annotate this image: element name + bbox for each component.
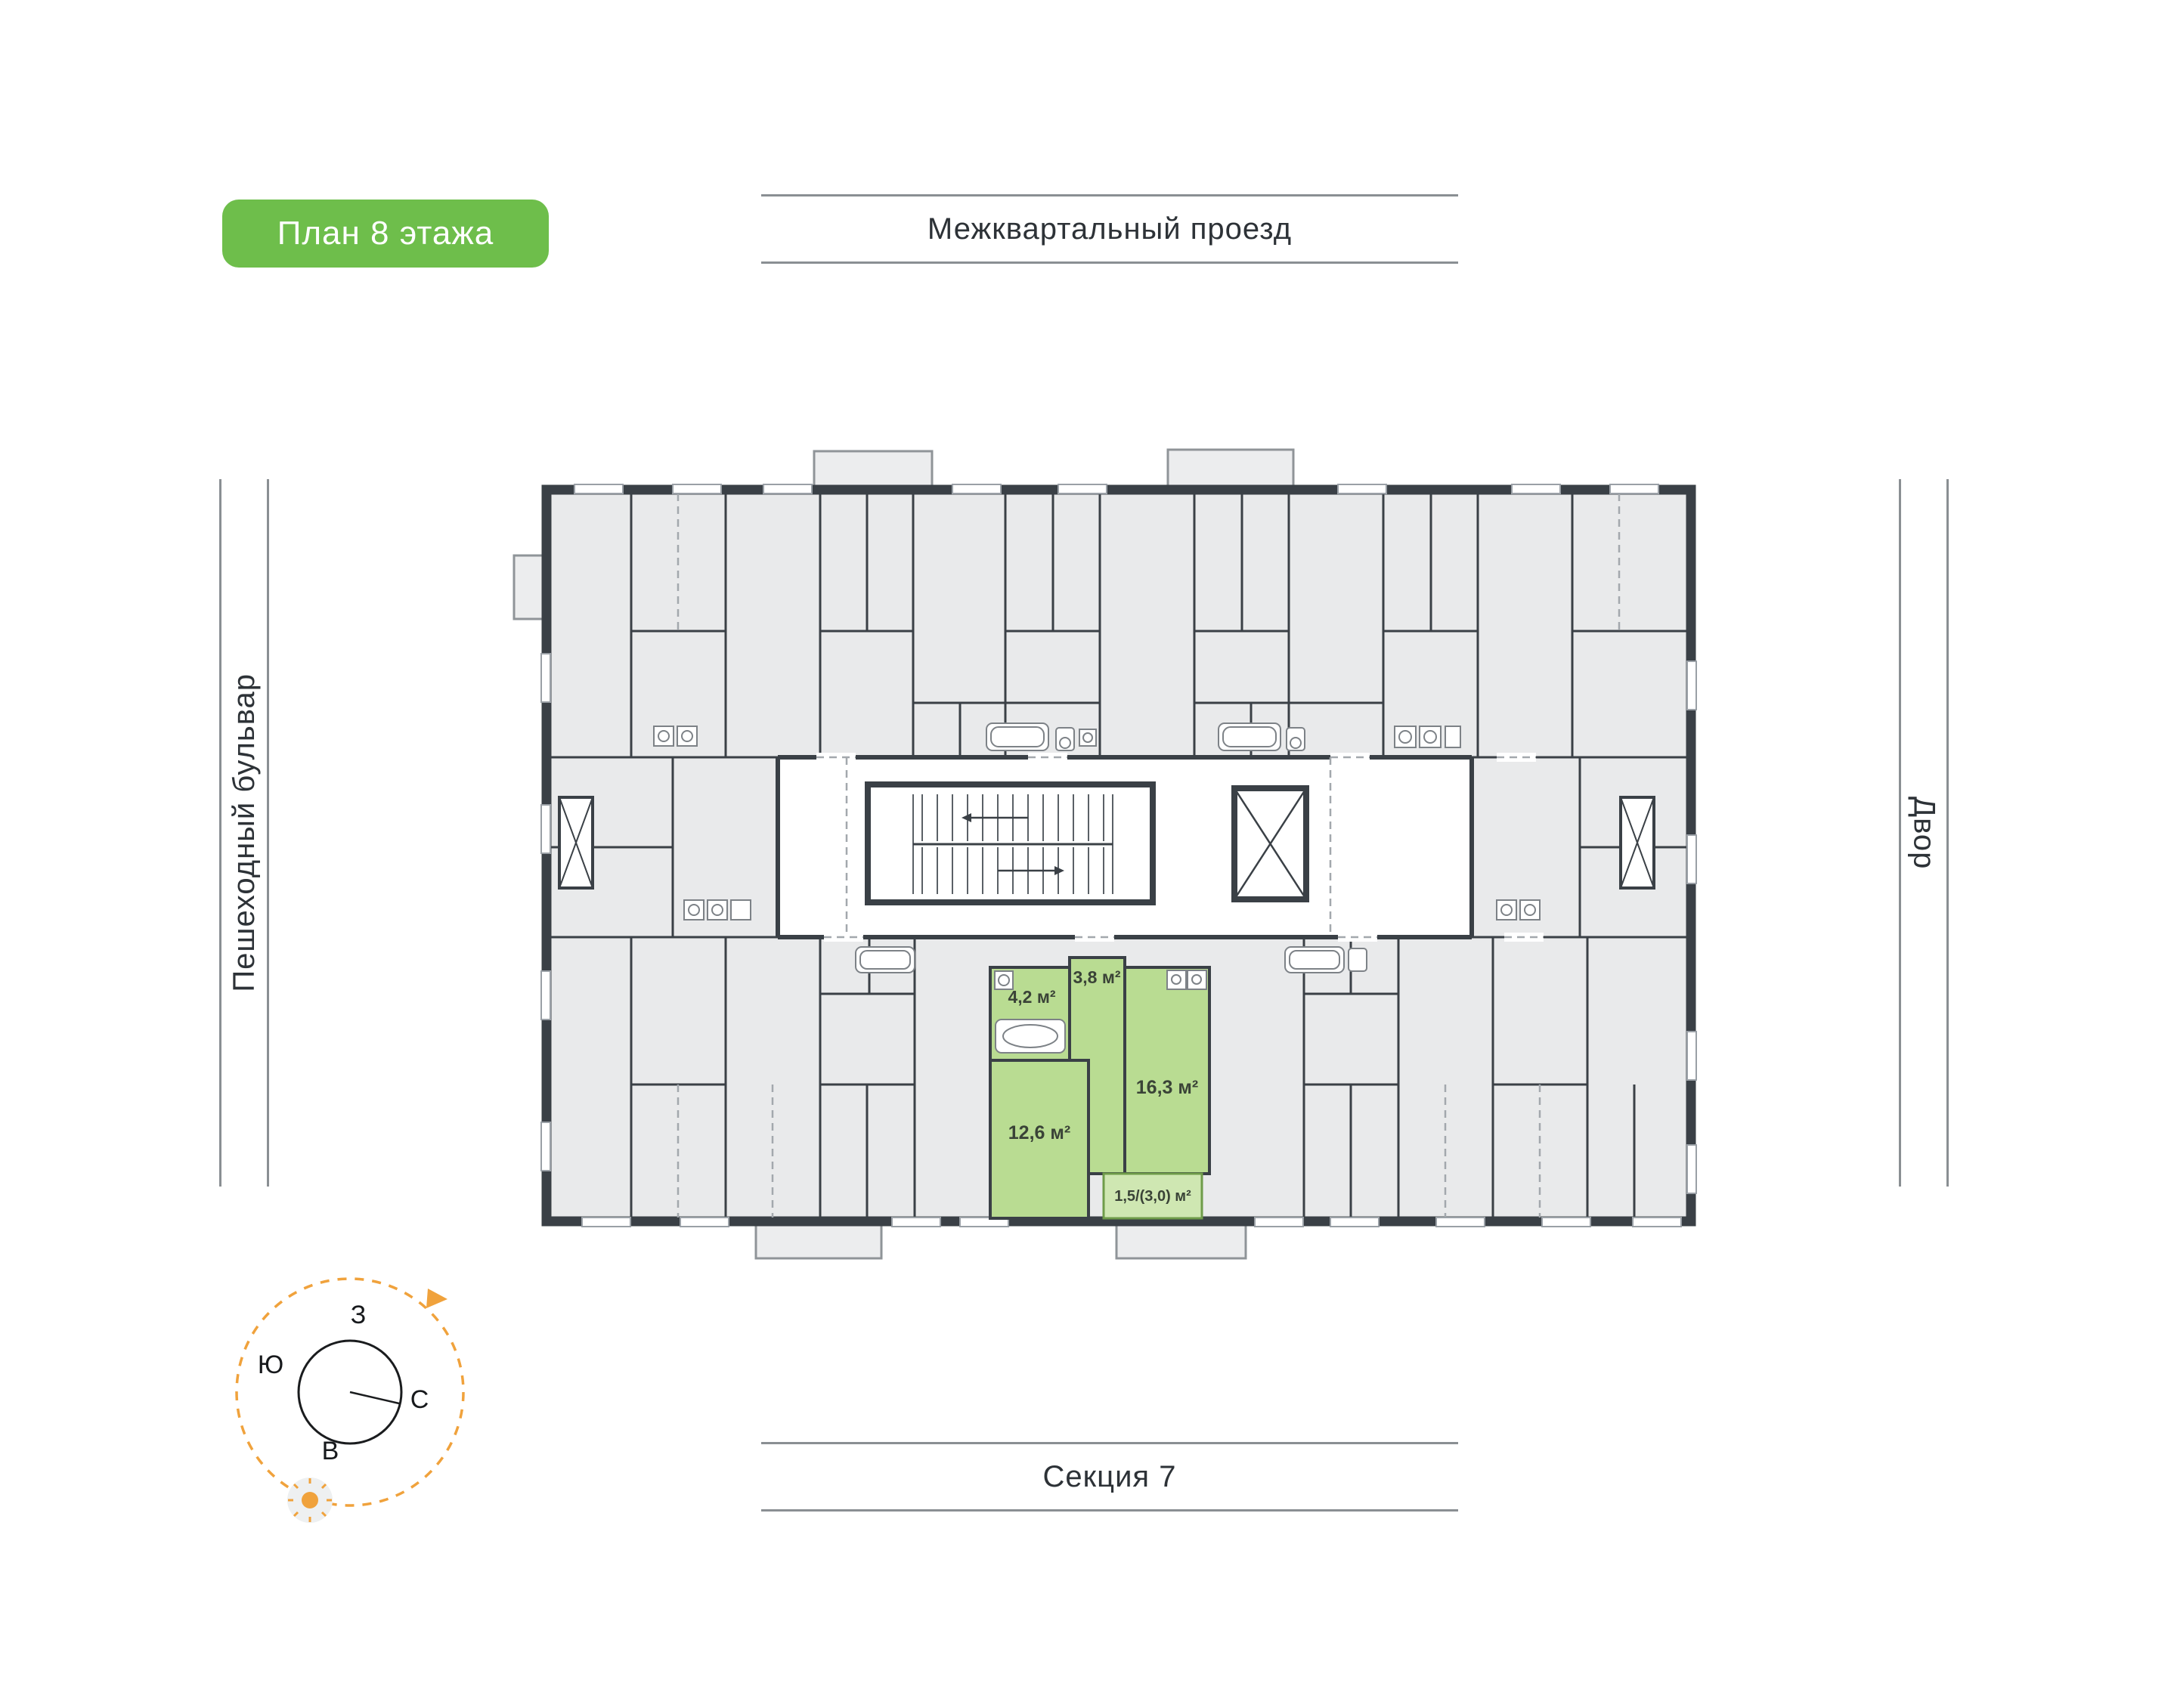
left-street-text: Пешеходный бульвар (227, 673, 261, 992)
section-label: Секция 7 (761, 1442, 1458, 1512)
top-street-text: Межквартальный проезд (927, 212, 1293, 246)
room-main[interactable] (989, 1059, 1090, 1220)
rotation-ring-icon (235, 1277, 465, 1507)
bathroom-fixtures-icon (653, 722, 1461, 973)
room-area-label: 1,5/(3,0) м² (1114, 1188, 1191, 1205)
dashed-partitions (677, 494, 1621, 1218)
windows (540, 484, 1697, 1227)
room-area-label: 3,8 м² (1073, 967, 1120, 987)
floor-badge: План 8 этажа (222, 200, 549, 268)
floor-plan: 4,2 м² 3,8 м² 16,3 м² 12,6 м² 1,5/(3,0) … (513, 448, 1697, 1260)
stairs-icon (865, 781, 1156, 905)
sun-icon (287, 1477, 333, 1523)
room-area-label: 4,2 м² (1008, 987, 1055, 1007)
side-shafts (558, 796, 1655, 890)
direction-north-label: С (410, 1385, 429, 1414)
washer-icon (994, 970, 1014, 990)
direction-east-label: В (322, 1437, 339, 1465)
right-side-text: Двор (1907, 796, 1941, 870)
direction-south-label: Ю (258, 1351, 283, 1379)
floor-badge-label: План 8 этажа (277, 215, 494, 252)
room-area-label: 12,6 м² (1008, 1122, 1070, 1143)
rotation-arrow-icon (426, 1289, 447, 1308)
room-balcony[interactable] (1102, 1172, 1203, 1220)
stove-icon (1166, 970, 1207, 990)
door-openings (816, 753, 1544, 942)
room-kitchen-living[interactable] (1123, 966, 1211, 1175)
direction-west-label: З (351, 1301, 367, 1329)
section-text: Секция 7 (1042, 1459, 1177, 1493)
right-side-label: Двор (1899, 479, 1949, 1187)
room-area-label: 16,3 м² (1136, 1077, 1198, 1098)
kitchen-fixtures-icon (683, 899, 1541, 921)
compass-needle (349, 1391, 400, 1405)
compass: З Ю С В (235, 1277, 465, 1523)
elevator-icon (1231, 785, 1309, 902)
left-street-label: Пешеходный бульвар (219, 479, 269, 1187)
bathtub-icon (995, 1019, 1066, 1054)
highlighted-apartment[interactable]: 4,2 м² 3,8 м² 16,3 м² 12,6 м² 1,5/(3,0) … (989, 956, 1211, 1220)
top-street-label: Межквартальный проезд (761, 194, 1458, 264)
